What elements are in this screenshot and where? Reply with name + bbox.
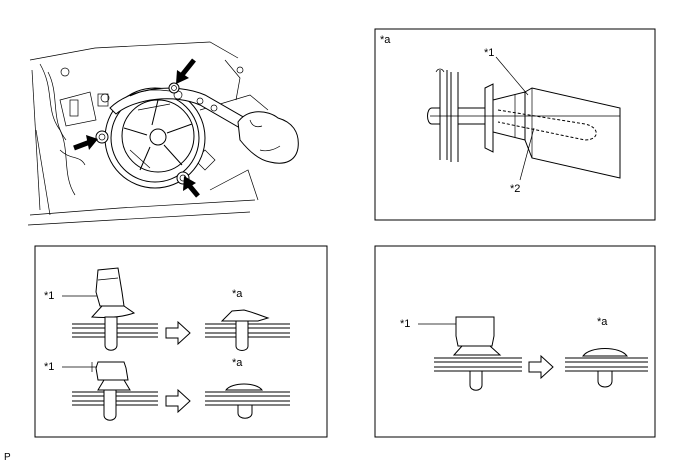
callout-2: *2 [510,183,520,195]
ref-a-label: *a [380,34,391,46]
panel-bottom-right: *1 *a [374,245,656,438]
row1-arrow [165,320,191,346]
br-arrow [528,354,554,380]
row2-before: *1 [44,361,158,421]
row1-after: *a [205,288,290,351]
panel-bottom-left: *1 *a *1 [34,245,328,438]
br-result: *a [597,316,608,328]
callout-1: *1 [484,47,494,59]
arrow-lower [183,176,200,198]
row2-callout: *1 [44,361,54,373]
figure-code: P [4,452,11,463]
row1-callout: *1 [44,290,54,302]
door-illustration [27,41,299,226]
row2-after: *a [205,357,290,419]
row2-arrow [165,388,191,414]
br-callout: *1 [400,318,410,330]
arrow-left [73,135,98,151]
br-before: *1 [400,316,522,391]
br-after: *a [565,316,648,388]
row1-result: *a [232,288,243,300]
row2-result: *a [232,357,243,369]
row1-before: *1 [44,267,158,351]
panel-top-right: *a *1 *2 [374,28,656,221]
arrow-upper [176,58,196,84]
